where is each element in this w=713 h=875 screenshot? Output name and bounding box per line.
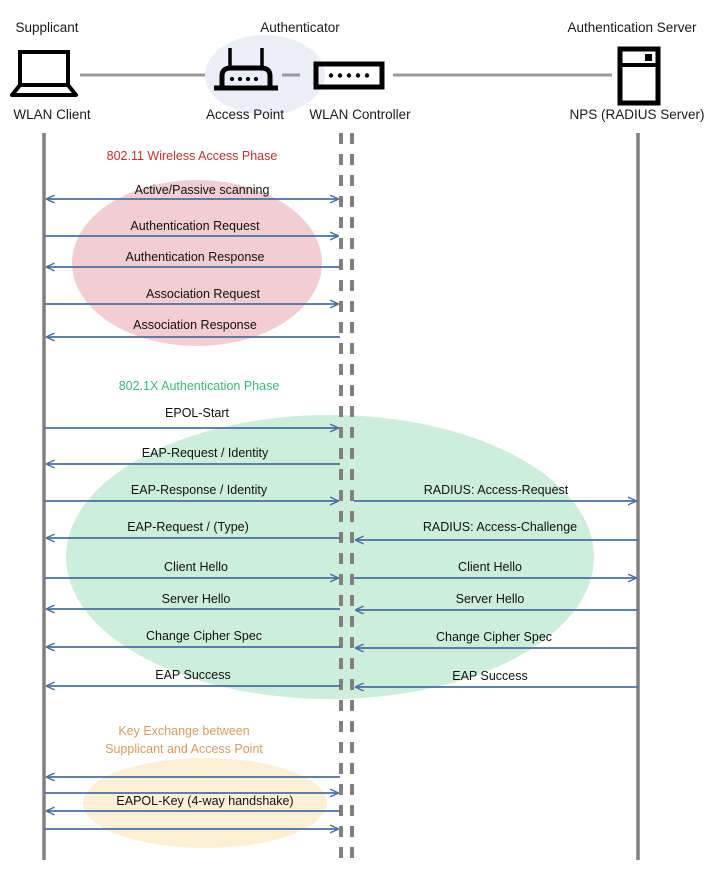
network-switch-icon: [313, 61, 385, 90]
server-rack-icon: [617, 46, 661, 106]
phase-label-key-exchange-line1: Key Exchange between: [118, 724, 250, 738]
phase-label-8021x: 802.1X Authentication Phase: [118, 379, 280, 393]
msg-association-request: Association Request: [146, 287, 260, 301]
msg-eap-response-identity: EAP-Response / Identity: [130, 483, 268, 497]
msg-eapol-key-handshake: EAPOL-Key (4-way handshake): [116, 794, 294, 808]
lifelines: [42, 133, 640, 860]
msg-server-hello-left: Server Hello: [161, 592, 231, 606]
msg-association-response: Association Response: [133, 318, 257, 332]
actor-device-nps: NPS (RADIUS Server): [569, 107, 705, 122]
msg-authentication-request: Authentication Request: [130, 219, 260, 233]
actor-device-wlan-client: WLAN Client: [13, 107, 91, 122]
laptop-icon: [10, 50, 78, 97]
msg-eap-success-right: EAP Success: [452, 669, 528, 683]
msg-radius-access-request: RADIUS: Access-Request: [423, 483, 569, 497]
actor-device-access-point: Access Point: [205, 107, 285, 122]
msg-change-cipher-spec-right: Change Cipher Spec: [435, 630, 553, 644]
phase-label-key-exchange-line2: Supplicant and Access Point: [105, 742, 263, 756]
actor-role-supplicant: Supplicant: [15, 20, 79, 35]
msg-client-hello-left: Client Hello: [164, 560, 228, 574]
phase-label-80211: 802.11 Wireless Access Phase: [106, 149, 278, 163]
msg-radius-access-challenge: RADIUS: Access-Challenge: [422, 520, 578, 534]
phase-key-exchange-ellipse: [83, 758, 327, 848]
actor-device-wlan-controller: WLAN Controller: [309, 107, 411, 122]
msg-server-hello-right: Server Hello: [455, 592, 525, 606]
msg-epol-start: EPOL-Start: [165, 406, 229, 420]
msg-authentication-response: Authentication Response: [125, 250, 265, 264]
wireless-router-icon: [214, 48, 278, 91]
phase-8021x-ellipse: [66, 415, 594, 699]
msg-active-passive-scanning: Active/Passive scanning: [134, 183, 270, 197]
actor-role-authenticator: Authenticator: [260, 20, 340, 35]
msg-eap-success-left: EAP Success: [155, 668, 231, 682]
msg-client-hello-right: Client Hello: [458, 560, 522, 574]
authenticator-group-ellipse: [205, 35, 325, 115]
msg-eap-request-identity: EAP-Request / Identity: [141, 446, 269, 460]
msg-change-cipher-spec-left: Change Cipher Spec: [145, 629, 263, 643]
message-arrows: [45, 199, 638, 829]
msg-eap-request-type: EAP-Request / (Type): [127, 520, 249, 534]
actor-role-authentication-server: Authentication Server: [567, 20, 697, 35]
